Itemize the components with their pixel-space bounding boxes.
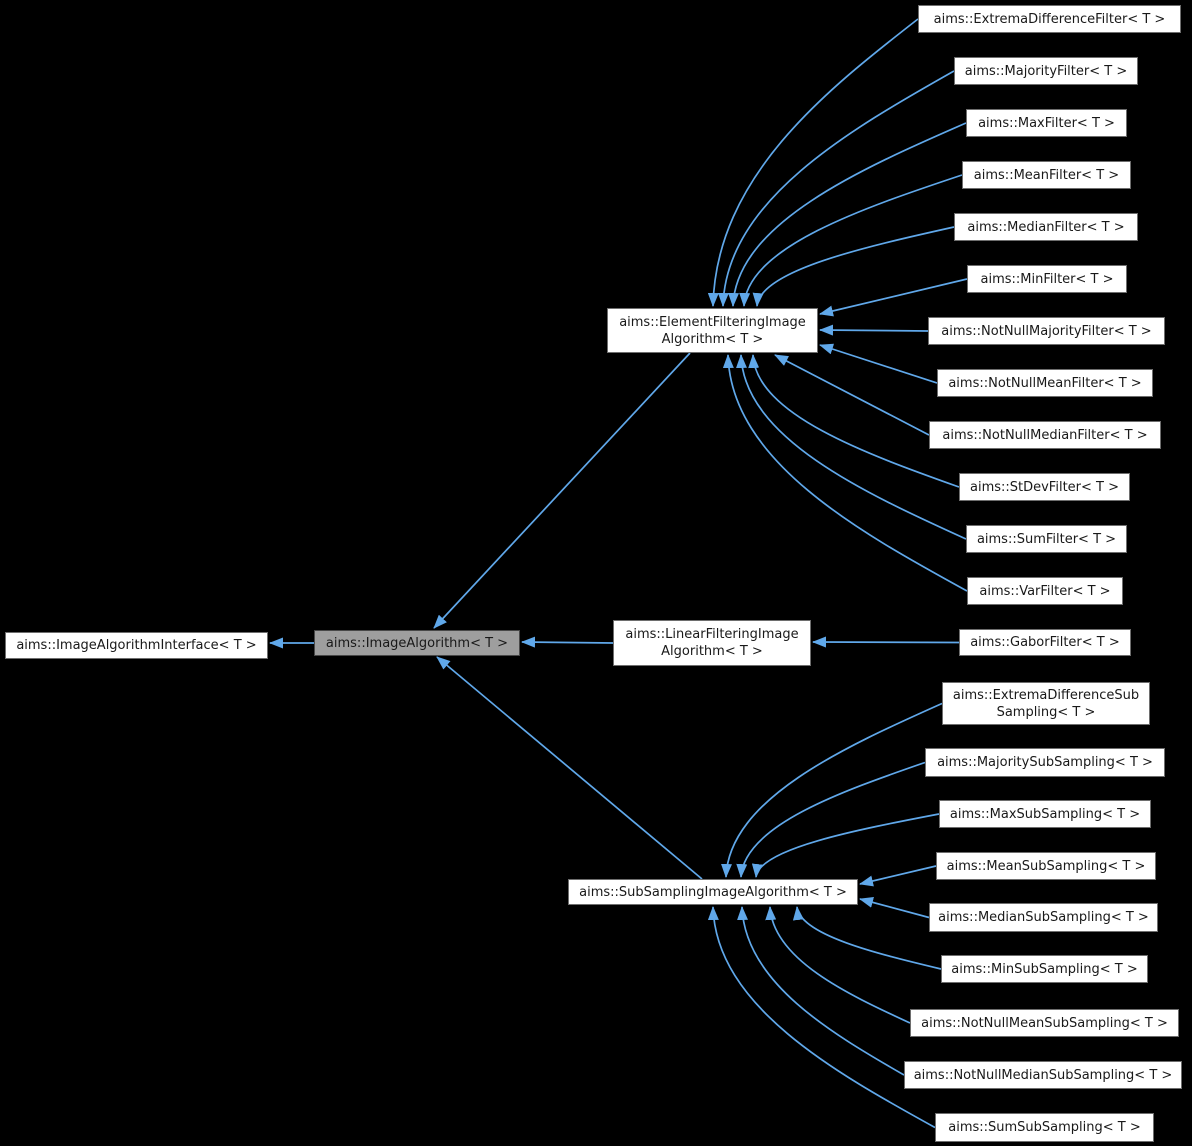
class-node-label: aims::NotNullMedianSubSampling< T > bbox=[913, 1067, 1173, 1083]
class-node-medianfilter[interactable]: aims::MedianFilter< T > bbox=[954, 213, 1138, 241]
inheritance-edge-elementfiltering-to-imagealgorithm bbox=[433, 352, 691, 629]
class-node-label: aims::SumSubSampling< T > bbox=[948, 1120, 1141, 1135]
inheritance-edge-gaborfilter-to-linearfiltering bbox=[812, 636, 960, 648]
class-node-stdevfilter[interactable]: aims::StDevFilter< T > bbox=[959, 473, 1130, 501]
class-node-label: aims::ImageAlgorithmInterface< T > bbox=[16, 638, 257, 653]
class-node-maxfilter[interactable]: aims::MaxFilter< T > bbox=[966, 109, 1127, 137]
inheritance-edge-extremadiffsub-to-subsampling bbox=[721, 702, 943, 878]
class-node-sumfilter[interactable]: aims::SumFilter< T > bbox=[966, 525, 1127, 553]
inheritance-edge-notnullmedianfilter-to-elementfiltering bbox=[774, 354, 930, 436]
inheritance-edge-minfilter-to-elementfiltering bbox=[819, 278, 968, 317]
inheritance-edge-meansub-to-subsampling bbox=[859, 865, 937, 887]
class-node-sumsub[interactable]: aims::SumSubSampling< T > bbox=[935, 1113, 1154, 1142]
class-node-meansub[interactable]: aims::MeanSubSampling< T > bbox=[936, 852, 1156, 880]
class-node-label: aims::ExtremaDifferenceSub Sampling< T > bbox=[952, 687, 1140, 720]
class-node-label: aims::MeanSubSampling< T > bbox=[946, 858, 1146, 874]
inheritance-edge-medianfilter-to-elementfiltering bbox=[752, 226, 955, 307]
class-node-maxsub[interactable]: aims::MaxSubSampling< T > bbox=[939, 800, 1151, 828]
class-node-label: aims::MajorityFilter< T > bbox=[964, 63, 1128, 79]
inheritance-edge-maxfilter-to-elementfiltering bbox=[727, 122, 967, 307]
class-node-varfilter[interactable]: aims::VarFilter< T > bbox=[967, 577, 1123, 605]
class-node-label: aims::NotNullMajorityFilter< T > bbox=[941, 323, 1152, 339]
class-node-label: aims::MinSubSampling< T > bbox=[951, 961, 1138, 977]
class-node-elementfiltering[interactable]: aims::ElementFilteringImage Algorithm< T… bbox=[607, 308, 818, 353]
class-node-imagealgorithm: aims::ImageAlgorithm< T > bbox=[314, 630, 520, 656]
inheritance-edge-majorityfilter-to-elementfiltering bbox=[717, 70, 955, 307]
class-node-extremadiffsub[interactable]: aims::ExtremaDifferenceSub Sampling< T > bbox=[942, 682, 1150, 725]
inheritance-edge-notnullmediansub-to-subsampling bbox=[737, 906, 905, 1076]
inheritance-edge-minsub-to-subsampling bbox=[792, 906, 942, 970]
class-node-label: aims::ElementFilteringImage Algorithm< T… bbox=[619, 314, 806, 347]
inheritance-edge-notnullmeanfilter-to-elementfiltering bbox=[819, 343, 938, 384]
class-node-label: aims::NotNullMedianFilter< T > bbox=[942, 427, 1148, 443]
class-node-label: aims::GaborFilter< T > bbox=[970, 635, 1120, 650]
inheritance-edge-majoritysub-to-subsampling bbox=[736, 761, 926, 878]
class-node-label: aims::VarFilter< T > bbox=[979, 583, 1111, 599]
class-node-minsub[interactable]: aims::MinSubSampling< T > bbox=[941, 955, 1148, 983]
class-node-notnullmeansub[interactable]: aims::NotNullMeanSubSampling< T > bbox=[910, 1009, 1179, 1037]
class-node-label: aims::MaxFilter< T > bbox=[978, 115, 1115, 131]
class-node-notnullmediansub[interactable]: aims::NotNullMedianSubSampling< T > bbox=[904, 1061, 1182, 1089]
class-node-notnullmajorityfilter[interactable]: aims::NotNullMajorityFilter< T > bbox=[928, 317, 1165, 345]
class-node-majoritysub[interactable]: aims::MajoritySubSampling< T > bbox=[925, 748, 1165, 777]
class-node-notnullmedianfilter[interactable]: aims::NotNullMedianFilter< T > bbox=[929, 421, 1161, 449]
class-node-label: aims::MeanFilter< T > bbox=[973, 167, 1120, 183]
inheritance-edge-notnullmeansub-to-subsampling bbox=[765, 906, 911, 1024]
class-node-label: aims::MinFilter< T > bbox=[980, 271, 1114, 287]
inheritance-edge-linearfiltering-to-imagealgorithm bbox=[521, 636, 614, 648]
class-node-mediansub[interactable]: aims::MedianSubSampling< T > bbox=[929, 903, 1158, 932]
class-node-label: aims::StDevFilter< T > bbox=[969, 479, 1119, 495]
inheritance-edge-maxsub-to-subsampling bbox=[751, 813, 940, 878]
class-node-label: aims::MedianSubSampling< T > bbox=[938, 910, 1149, 925]
class-node-label: aims::MaxSubSampling< T > bbox=[949, 806, 1141, 822]
inheritance-edge-subsampling-to-imagealgorithm bbox=[436, 656, 703, 880]
inheritance-edge-sumsub-to-subsampling bbox=[707, 906, 936, 1129]
class-node-extremadifferencefilter[interactable]: aims::ExtremaDifferenceFilter< T > bbox=[918, 5, 1181, 33]
class-node-majorityfilter[interactable]: aims::MajorityFilter< T > bbox=[954, 57, 1138, 85]
class-node-label: aims::MajoritySubSampling< T > bbox=[937, 755, 1153, 770]
class-node-label: aims::SumFilter< T > bbox=[976, 531, 1117, 547]
inheritance-edge-meanfilter-to-elementfiltering bbox=[739, 174, 963, 307]
class-node-label: aims::MedianFilter< T > bbox=[967, 219, 1125, 235]
class-node-label: aims::NotNullMeanFilter< T > bbox=[948, 375, 1142, 391]
inheritance-edge-mediansub-to-subsampling bbox=[859, 897, 930, 919]
class-node-label: aims::LinearFilteringImage Algorithm< T … bbox=[625, 627, 799, 659]
class-node-meanfilter[interactable]: aims::MeanFilter< T > bbox=[962, 161, 1131, 189]
class-node-label: aims::NotNullMeanSubSampling< T > bbox=[921, 1015, 1168, 1031]
class-node-subsampling[interactable]: aims::SubSamplingImageAlgorithm< T > bbox=[568, 879, 858, 905]
class-node-minfilter[interactable]: aims::MinFilter< T > bbox=[967, 265, 1127, 293]
inheritance-edge-notnullmajorityfilter-to-elementfiltering bbox=[819, 324, 929, 336]
inheritance-edge-extremadifferencefilter-to-elementfiltering bbox=[707, 18, 919, 307]
class-node-gaborfilter[interactable]: aims::GaborFilter< T > bbox=[959, 629, 1131, 656]
class-node-notnullmeanfilter[interactable]: aims::NotNullMeanFilter< T > bbox=[937, 369, 1153, 397]
class-node-label: aims::ExtremaDifferenceFilter< T > bbox=[933, 11, 1166, 27]
class-node-linearfiltering[interactable]: aims::LinearFilteringImage Algorithm< T … bbox=[613, 620, 811, 666]
inheritance-edge-varfilter-to-elementfiltering bbox=[722, 354, 968, 592]
class-node-interface[interactable]: aims::ImageAlgorithmInterface< T > bbox=[5, 632, 268, 659]
class-node-label: aims::SubSamplingImageAlgorithm< T > bbox=[579, 884, 847, 900]
class-node-label: aims::ImageAlgorithm< T > bbox=[325, 635, 509, 651]
